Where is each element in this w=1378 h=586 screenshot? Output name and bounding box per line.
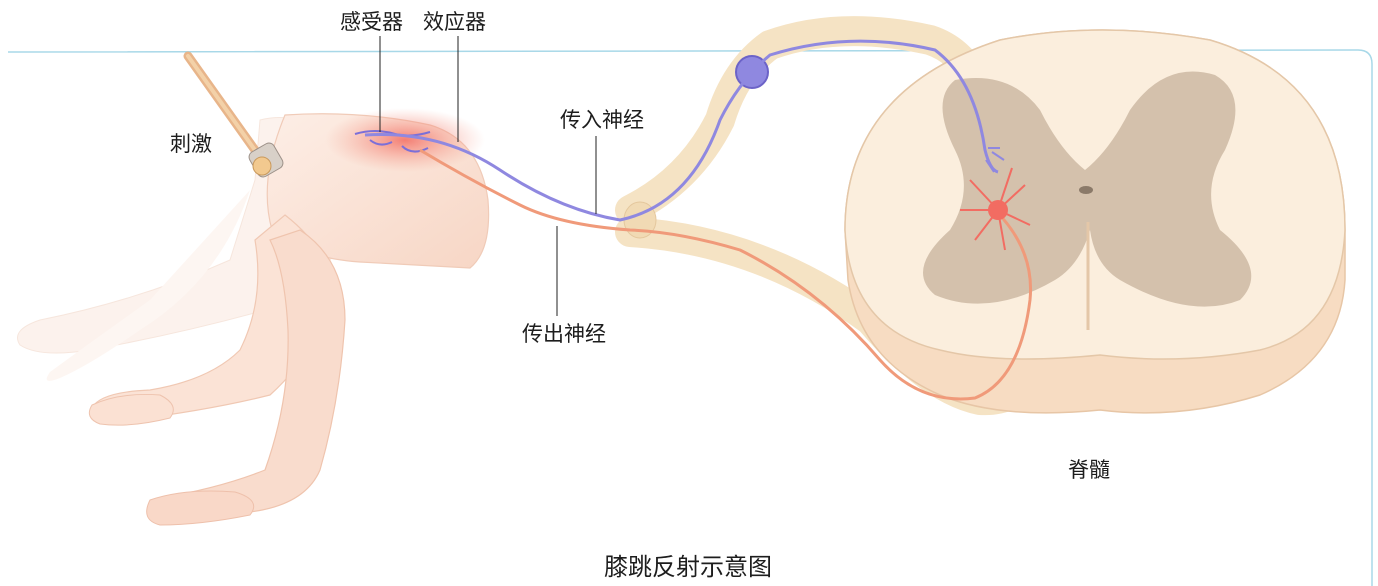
label-effector: 效应器	[423, 12, 486, 33]
label-efferent-nerve: 传出神经	[522, 324, 606, 345]
label-stimulus: 刺激	[170, 134, 212, 155]
label-afferent-nerve: 传入神经	[560, 110, 644, 131]
spinal-cord	[845, 30, 1345, 413]
muscle-highlight	[325, 108, 485, 172]
label-spinal-cord: 脊髓	[1068, 460, 1110, 481]
central-canal	[1079, 186, 1093, 194]
figure-caption: 膝跳反射示意图	[604, 555, 772, 579]
foot-down	[147, 491, 254, 525]
label-receptor: 感受器	[340, 12, 403, 33]
